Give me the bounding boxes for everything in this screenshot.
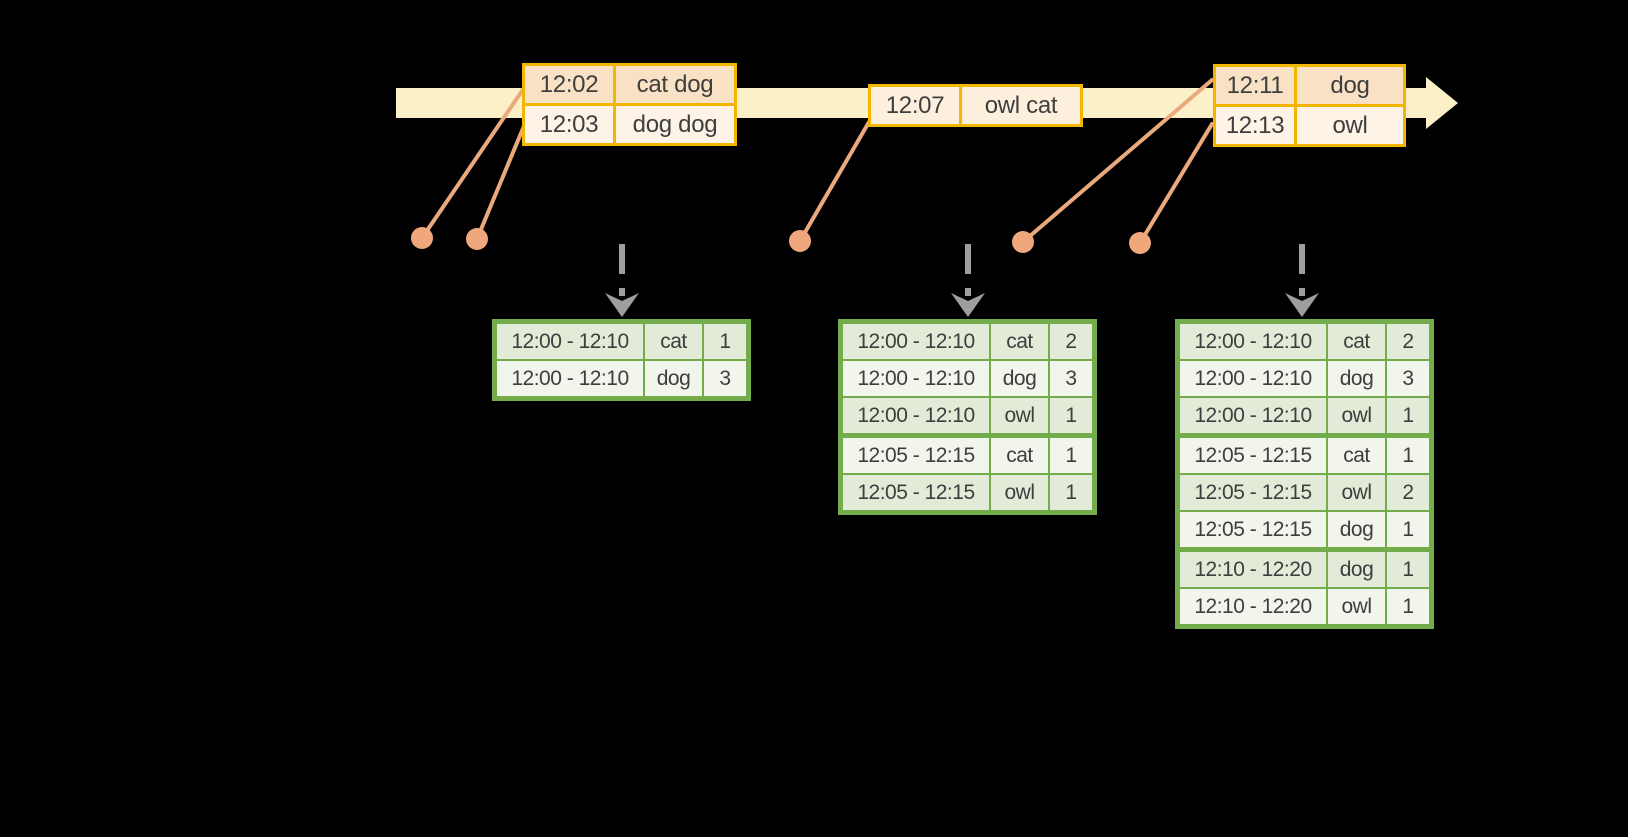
result-count-cell: 1 — [1385, 587, 1433, 628]
result-word-cell: owl — [989, 396, 1050, 438]
result-word-cell: dog — [643, 359, 704, 400]
result-count-cell: 1 — [1048, 473, 1096, 514]
event-table-1: 12:02 cat dog 12:03 dog dog — [522, 63, 737, 146]
input-record-dot — [789, 230, 811, 252]
input-connector-line — [1021, 78, 1214, 244]
result-window-cell: 12:05 - 12:15 — [1176, 510, 1328, 552]
result-count-cell: 1 — [1385, 548, 1433, 589]
trigger-arrowhead-icon — [1285, 293, 1319, 317]
result-word-cell: dog — [1326, 510, 1387, 552]
table-row: 12:11 dog — [1213, 64, 1406, 107]
event-time-cell: 12:11 — [1213, 64, 1297, 107]
trigger-arrowhead-icon — [951, 293, 985, 317]
result-word-cell: dog — [1326, 548, 1387, 589]
event-time-cell: 12:02 — [522, 63, 616, 106]
input-record-dot — [1129, 232, 1151, 254]
result-window-cell: 12:05 - 12:15 — [839, 434, 991, 475]
result-table-2: 12:00 - 12:10 cat 2 12:00 - 12:10 dog 3 … — [838, 319, 1097, 515]
result-window-cell: 12:05 - 12:15 — [839, 473, 991, 514]
result-word-cell: cat — [989, 434, 1050, 475]
result-window-cell: 12:00 - 12:10 — [839, 320, 991, 361]
result-window-cell: 12:00 - 12:10 — [1176, 396, 1328, 438]
input-connector-line — [420, 86, 526, 240]
result-count-cell: 2 — [1048, 320, 1096, 361]
result-table-3: 12:00 - 12:10 cat 2 12:00 - 12:10 dog 3 … — [1175, 319, 1434, 629]
event-words-cell: dog dog — [613, 103, 737, 146]
result-window-cell: 12:00 - 12:10 — [493, 320, 645, 361]
input-connector-line — [1138, 122, 1214, 245]
result-count-cell: 1 — [702, 320, 750, 361]
event-words-cell: owl cat — [959, 84, 1083, 127]
event-time-cell: 12:03 — [522, 103, 616, 146]
trigger-arrowhead-icon — [605, 293, 639, 317]
result-count-cell: 1 — [1048, 396, 1096, 438]
table-row: 12:07 owl cat — [868, 84, 1083, 127]
table-row: 12:05 - 12:15 dog 1 — [1176, 510, 1433, 552]
result-count-cell: 3 — [702, 359, 750, 400]
event-time-cell: 12:13 — [1213, 104, 1297, 147]
result-count-cell: 2 — [1385, 320, 1433, 361]
result-word-cell: owl — [1326, 473, 1387, 512]
table-row: 12:03 dog dog — [522, 103, 737, 146]
result-window-cell: 12:00 - 12:10 — [839, 359, 991, 398]
input-connector-line — [475, 124, 526, 241]
input-record-dot — [466, 228, 488, 250]
result-count-cell: 1 — [1048, 434, 1096, 475]
result-count-cell: 1 — [1385, 434, 1433, 475]
result-count-cell: 3 — [1385, 359, 1433, 398]
timeline-arrowhead-icon — [1426, 77, 1458, 129]
input-record-dot — [1012, 231, 1034, 253]
result-word-cell: owl — [1326, 396, 1387, 438]
result-window-cell: 12:10 - 12:20 — [1176, 548, 1328, 589]
table-row: 12:05 - 12:15 owl 2 — [1176, 473, 1433, 512]
result-table-1: 12:00 - 12:10 cat 1 12:00 - 12:10 dog 3 — [492, 319, 751, 401]
table-row: 12:00 - 12:10 owl 1 — [839, 396, 1096, 438]
table-row: 12:13 owl — [1213, 104, 1406, 147]
result-count-cell: 1 — [1385, 396, 1433, 438]
result-word-cell: cat — [1326, 320, 1387, 361]
table-row: 12:00 - 12:10 dog 3 — [839, 359, 1096, 398]
result-word-cell: cat — [643, 320, 704, 361]
result-window-cell: 12:00 - 12:10 — [839, 396, 991, 438]
table-row: 12:00 - 12:10 cat 2 — [839, 320, 1096, 361]
result-count-cell: 1 — [1385, 510, 1433, 552]
input-record-dot — [411, 227, 433, 249]
result-word-cell: cat — [1326, 434, 1387, 475]
event-time-cell: 12:07 — [868, 84, 962, 127]
result-window-cell: 12:00 - 12:10 — [493, 359, 645, 400]
result-word-cell: dog — [1326, 359, 1387, 398]
event-words-cell: cat dog — [613, 63, 737, 106]
event-table-2: 12:07 owl cat — [868, 84, 1083, 127]
table-row: 12:05 - 12:15 cat 1 — [1176, 434, 1433, 475]
table-row: 12:05 - 12:15 owl 1 — [839, 473, 1096, 514]
table-row: 12:00 - 12:10 dog 3 — [493, 359, 750, 400]
event-words-cell: owl — [1294, 104, 1406, 147]
result-window-cell: 12:05 - 12:15 — [1176, 434, 1328, 475]
result-window-cell: 12:10 - 12:20 — [1176, 587, 1328, 628]
result-word-cell: dog — [989, 359, 1050, 398]
result-word-cell: cat — [989, 320, 1050, 361]
table-row: 12:02 cat dog — [522, 63, 737, 106]
result-count-cell: 3 — [1048, 359, 1096, 398]
result-word-cell: owl — [1326, 587, 1387, 628]
table-row: 12:00 - 12:10 dog 3 — [1176, 359, 1433, 398]
result-window-cell: 12:00 - 12:10 — [1176, 359, 1328, 398]
result-count-cell: 2 — [1385, 473, 1433, 512]
input-connector-line — [798, 120, 871, 243]
table-row: 12:00 - 12:10 cat 2 — [1176, 320, 1433, 361]
table-row: 12:10 - 12:20 dog 1 — [1176, 548, 1433, 589]
result-word-cell: owl — [989, 473, 1050, 514]
result-window-cell: 12:00 - 12:10 — [1176, 320, 1328, 361]
table-row: 12:00 - 12:10 owl 1 — [1176, 396, 1433, 438]
table-row: 12:00 - 12:10 cat 1 — [493, 320, 750, 361]
event-words-cell: dog — [1294, 64, 1406, 107]
event-table-3: 12:11 dog 12:13 owl — [1213, 64, 1406, 147]
table-row: 12:05 - 12:15 cat 1 — [839, 434, 1096, 475]
table-row: 12:10 - 12:20 owl 1 — [1176, 587, 1433, 628]
result-window-cell: 12:05 - 12:15 — [1176, 473, 1328, 512]
